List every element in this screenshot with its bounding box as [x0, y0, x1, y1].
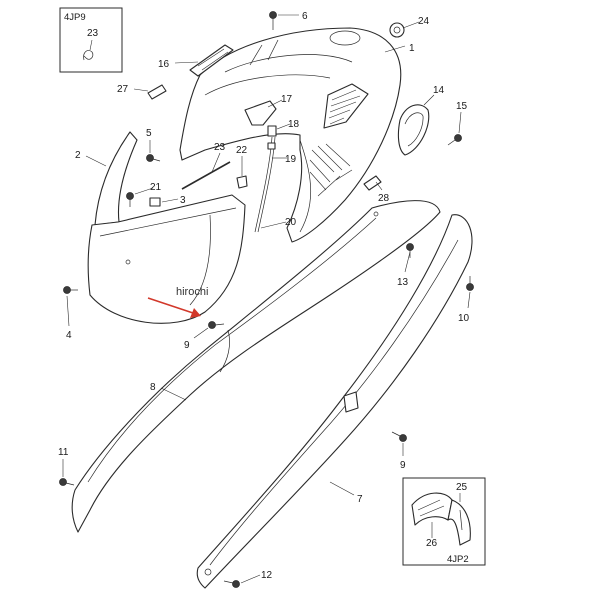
red-arrow-icon	[147, 297, 201, 318]
callout-28: 28	[378, 193, 390, 204]
screw-4-icon	[63, 286, 78, 294]
callout-2: 2	[75, 150, 81, 161]
inset-4jp9-frame	[59, 7, 123, 73]
callout-19: 19	[285, 154, 297, 165]
grab-handle-14-icon	[397, 104, 430, 156]
inset-4jp2-frame	[402, 477, 486, 566]
callout-7: 7	[357, 494, 363, 505]
clip-27-icon	[147, 84, 167, 100]
part-7-right-side-cover	[196, 214, 473, 589]
callout-4: 4	[66, 330, 72, 341]
callout-14: 14	[433, 85, 445, 96]
rod-23-icon	[181, 161, 231, 190]
inset-4jp2: 25 26 4JP2	[402, 477, 486, 566]
side-cover-bracket	[343, 391, 359, 413]
part-8-left-side-cover	[71, 200, 441, 533]
callout-22: 22	[236, 145, 248, 156]
inset-4jp2-code: 4JP2	[447, 554, 469, 565]
callout-16: 16	[158, 59, 170, 70]
washer-24-icon	[389, 22, 405, 38]
callout-8: 8	[150, 382, 156, 393]
screw-12-icon	[223, 580, 240, 588]
small-parts	[59, 11, 474, 588]
callout-9-upper: 9	[184, 340, 190, 351]
callout-3: 3	[180, 195, 186, 206]
screw-15-icon	[447, 134, 462, 146]
screw-21-icon	[126, 192, 134, 207]
screw-9-upper-icon	[208, 321, 225, 329]
inset-4jp9-callout-23: 23	[87, 28, 99, 39]
holder-18-icon	[267, 125, 277, 137]
clip-part-icon	[83, 50, 94, 61]
part-1-rear-cowl	[179, 27, 402, 243]
bracket-16-icon	[189, 44, 234, 77]
callout-20: 20	[285, 217, 297, 228]
leader-lines	[62, 14, 471, 584]
inset-seal-detail	[447, 499, 471, 546]
label-28-icon	[363, 175, 382, 191]
callout-10: 10	[458, 313, 470, 324]
inset-4jp9-code: 4JP9	[64, 12, 86, 23]
cable-19-icon	[254, 136, 273, 233]
callout-13: 13	[397, 277, 409, 288]
watermark-text: hirochi	[176, 286, 208, 298]
screw-9-lower-icon	[391, 431, 407, 442]
callout-15: 15	[456, 101, 468, 112]
inset-panel-detail	[411, 492, 453, 526]
clip-3-icon	[149, 197, 161, 207]
inset-4jp9: 4JP9 23	[59, 7, 123, 73]
callout-11: 11	[58, 447, 69, 458]
part-2-inner-panel	[87, 131, 246, 324]
screw-10-icon	[466, 276, 474, 291]
callout-6: 6	[302, 11, 308, 22]
callout-27: 27	[117, 84, 129, 95]
callout-21: 21	[150, 182, 162, 193]
callout-labels: 1 2 3 4 5 6 7 8 9 9 10 11 12 13 14 15 16…	[58, 11, 470, 581]
clip-22-icon	[236, 175, 248, 189]
screw-11-icon	[59, 478, 75, 486]
screw-5-icon	[146, 154, 161, 162]
callout-17: 17	[281, 94, 293, 105]
screw-6-icon	[269, 11, 277, 30]
callout-24: 24	[418, 16, 430, 27]
callout-5: 5	[146, 128, 152, 139]
callout-9-lower: 9	[400, 460, 406, 471]
inset-4jp2-callout-25: 25	[456, 482, 468, 493]
callout-12: 12	[261, 570, 273, 581]
screw-13-icon	[406, 243, 414, 258]
callout-23: 23	[214, 142, 226, 153]
callout-1: 1	[409, 43, 415, 54]
callout-18: 18	[288, 119, 300, 130]
inset-4jp9-leader	[89, 39, 93, 51]
inset-4jp2-callout-26: 26	[426, 538, 438, 549]
